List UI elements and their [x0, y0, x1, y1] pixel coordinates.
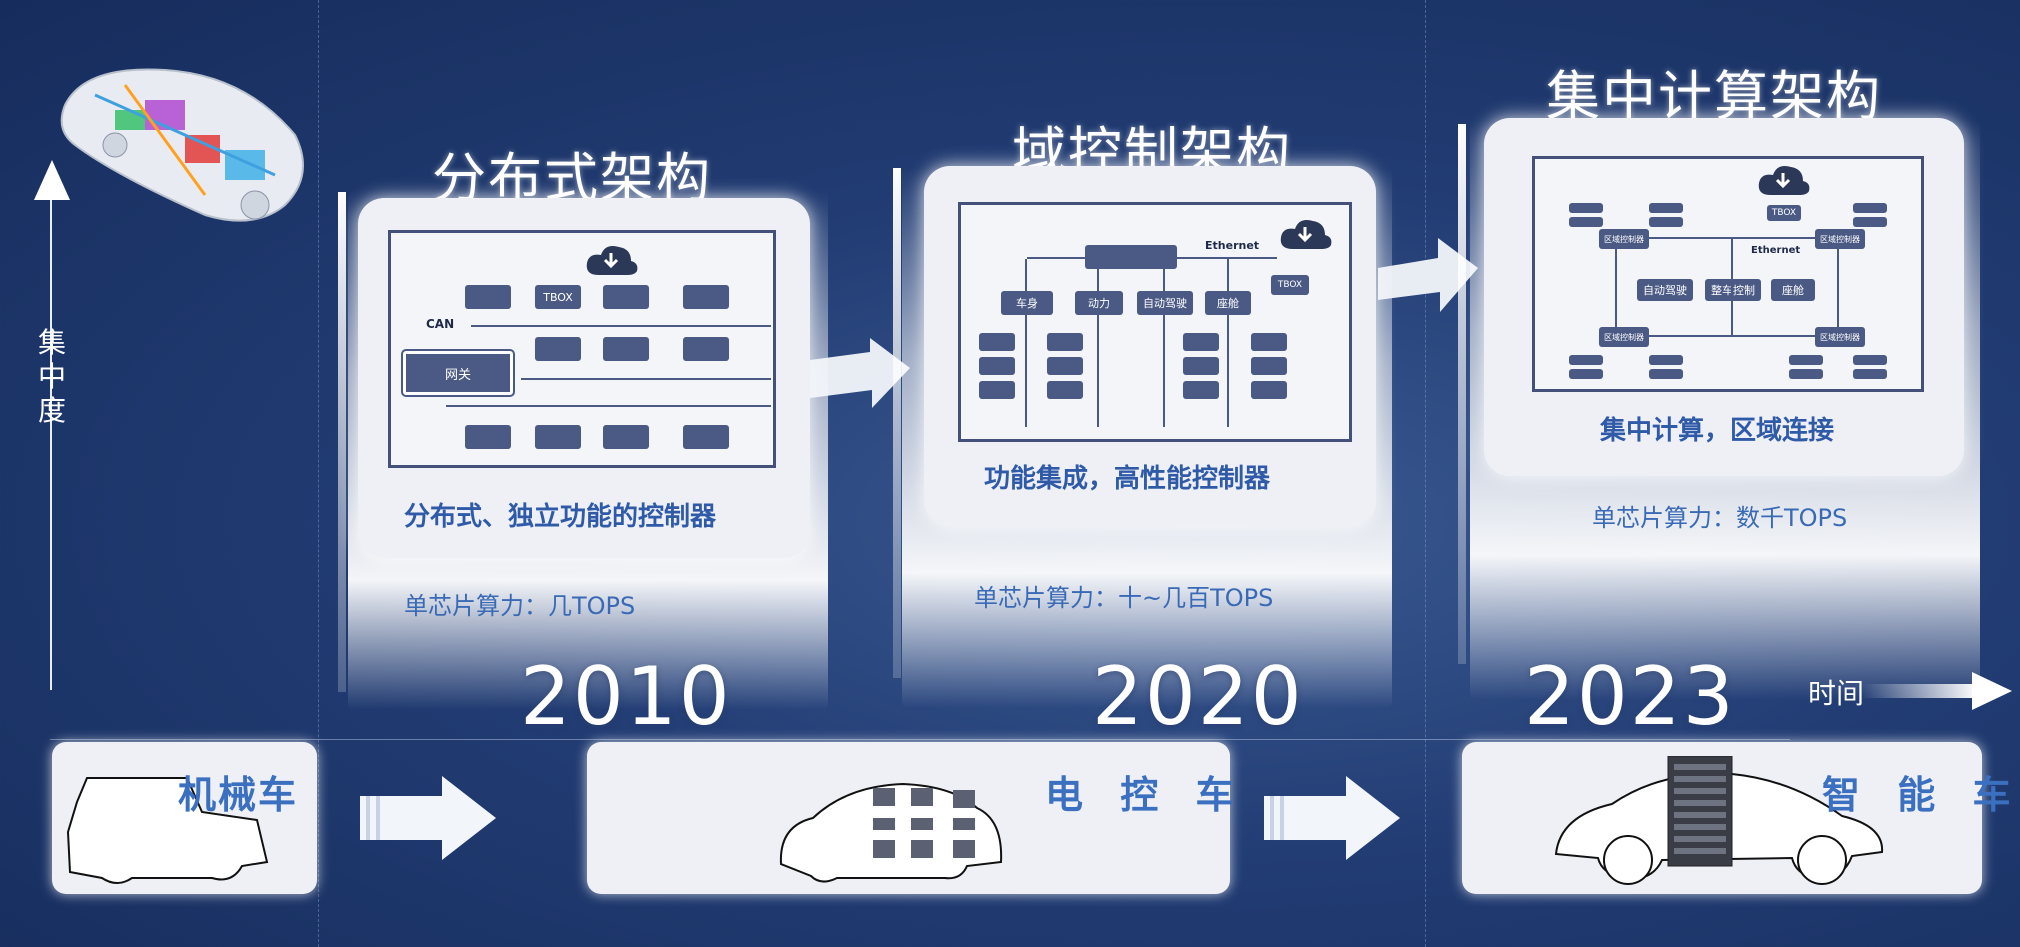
- vehicle-label: 机械车: [178, 773, 299, 817]
- vehicle-label: 智 能 车: [1822, 773, 2020, 817]
- divider-line: [318, 0, 319, 947]
- ecu-block: [1649, 203, 1683, 213]
- central-autonomous: 自动驾驶: [1637, 279, 1693, 301]
- ecu-block: [683, 425, 729, 449]
- ecu-block: [1183, 333, 1219, 351]
- car-architecture-illustration: [60, 68, 304, 222]
- concentration-axis: [50, 190, 52, 690]
- ecu-block: [683, 285, 729, 309]
- ecu-block: [1853, 203, 1887, 213]
- ecu-block: [1047, 357, 1083, 375]
- ecu-block: [1251, 357, 1287, 375]
- era-caption: 功能集成，高性能控制器: [984, 464, 1271, 494]
- ecu-block: [1569, 203, 1603, 213]
- year-2020: 2020: [1092, 650, 1304, 743]
- domain-cockpit: 座舱: [1205, 291, 1251, 315]
- ecu-block: [1251, 381, 1287, 399]
- ecu-block: [1569, 369, 1603, 379]
- ecu-block: [1569, 217, 1603, 227]
- ecu-block: [1789, 355, 1823, 365]
- ecu-block: [1183, 381, 1219, 399]
- compute-label: 单芯片算力：数千TOPS: [1592, 504, 1848, 532]
- domain-body: 车身: [1001, 291, 1053, 315]
- ecu-block: [1649, 355, 1683, 365]
- zone-controller-block: 区域控制器: [1599, 327, 1649, 347]
- centralized-architecture-diagram: TBOX Ethernet 区域控制器 区域控制器 区域控制器 区域控制器 自动…: [1532, 156, 1924, 392]
- ecu-block: [1649, 217, 1683, 227]
- arrow-up-icon: [34, 160, 70, 200]
- ecu-block: [1789, 369, 1823, 379]
- zone-controller-block: 区域控制器: [1815, 327, 1865, 347]
- ecu-block: [1251, 333, 1287, 351]
- ecu-block: [603, 337, 649, 361]
- ecu-block: [1853, 369, 1887, 379]
- jeep-icon: [66, 777, 269, 884]
- era-bar: [893, 168, 901, 678]
- ethernet-label: Ethernet: [1751, 245, 1801, 256]
- ecu-block: [979, 381, 1015, 399]
- cloud-icon: [1280, 220, 1332, 249]
- vehicle-card-mechanical: 机械车: [52, 742, 317, 894]
- domain-powertrain: 动力: [1075, 291, 1123, 315]
- smart-car-icon: [1554, 756, 1884, 885]
- zone-controller-block: 区域控制器: [1815, 229, 1865, 249]
- vehicle-label: 电 控 车: [1045, 773, 1246, 817]
- compute-label: 单芯片算力：十~几百TOPS: [974, 584, 1274, 612]
- compute-label: 单芯片算力：几TOPS: [404, 592, 636, 620]
- central-cockpit: 座舱: [1771, 279, 1815, 301]
- ecu-block: [603, 285, 649, 309]
- arrow-right-icon: [1264, 776, 1400, 860]
- era-caption: 分布式、独立功能的控制器: [404, 502, 717, 532]
- zone-controller-block: 区域控制器: [1599, 229, 1649, 249]
- ecu-block: [979, 333, 1015, 351]
- ethernet-label: Ethernet: [1205, 239, 1260, 252]
- ecu-block: [1853, 355, 1887, 365]
- ecu-block: [1569, 355, 1603, 365]
- era-caption: 集中计算，区域连接: [1600, 416, 1835, 446]
- can-label: CAN: [426, 317, 455, 331]
- vehicle-card-smart: 智 能 车: [1462, 742, 2010, 894]
- era-title-centralized: 集中计算架构: [1546, 65, 1882, 128]
- central-vehicle-control: 整车控制: [1705, 279, 1761, 301]
- arrow-right-icon: [1378, 238, 1478, 312]
- ecu-block: [1183, 357, 1219, 375]
- gateway-block: 网关: [401, 349, 515, 397]
- era-bar: [1458, 124, 1466, 664]
- axis-label-concentration: 集 中 度: [38, 326, 67, 427]
- year-2010: 2010: [520, 650, 732, 743]
- ecu-block: [1047, 381, 1083, 399]
- arrow-right-icon: [810, 338, 910, 408]
- era-card-distributed: CAN TBOX 网关 分布式、独立功能的控制器: [358, 198, 810, 558]
- ecu-block: [1649, 369, 1683, 379]
- ecu-block: [535, 337, 581, 361]
- ecu-block: [465, 425, 511, 449]
- distributed-architecture-diagram: CAN TBOX 网关: [388, 230, 776, 468]
- ecu-block: [979, 357, 1015, 375]
- divider-line: [1425, 0, 1426, 947]
- ecu-block: [603, 425, 649, 449]
- domain-architecture-diagram: Ethernet TBOX 车身 动力 自动驾驶 座舱: [958, 202, 1352, 442]
- electronic-car-icon: [779, 782, 1003, 883]
- ecu-block: [1853, 217, 1887, 227]
- era-card-centralized: TBOX Ethernet 区域控制器 区域控制器 区域控制器 区域控制器 自动…: [1484, 118, 1964, 476]
- ecu-block: [465, 285, 511, 309]
- ecu-block: [535, 425, 581, 449]
- cloud-icon: [1758, 166, 1810, 195]
- domain-autonomous: 自动驾驶: [1137, 291, 1193, 315]
- arrow-right-icon: [360, 776, 496, 860]
- tbox-block: TBOX: [1767, 205, 1801, 221]
- ecu-block: [1047, 333, 1083, 351]
- tbox-block: TBOX: [1271, 275, 1309, 295]
- era-card-domain: Ethernet TBOX 车身 动力 自动驾驶 座舱 功能集成，高性能: [924, 166, 1376, 526]
- era-bar: [338, 192, 346, 692]
- timeline-divider: [50, 739, 1790, 740]
- year-2023: 2023: [1524, 650, 1736, 743]
- vehicle-card-electronic: 电 控 车: [587, 742, 1233, 894]
- tbox-block: TBOX: [535, 285, 581, 309]
- ecu-block: [683, 337, 729, 361]
- cloud-icon: [586, 246, 638, 275]
